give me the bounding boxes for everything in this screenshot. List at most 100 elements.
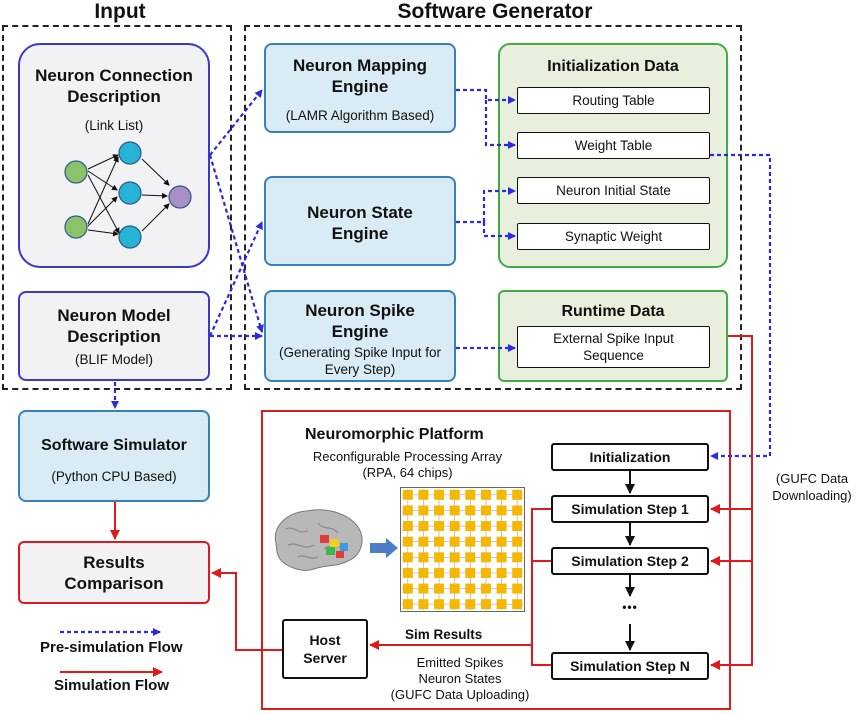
chip-cell — [402, 583, 413, 594]
state-to-initial — [456, 187, 516, 224]
ncd-title: Neuron Connection Description — [35, 66, 193, 106]
state-engine-title: Neuron State Engine — [307, 203, 413, 243]
ncd-to-spike — [208, 154, 264, 333]
simulation-step-n: Simulation Step N — [551, 652, 709, 680]
chip-cell — [465, 536, 476, 547]
mapping-to-routing — [456, 88, 516, 104]
chip-cell — [418, 505, 429, 516]
network-graph-icon — [64, 141, 192, 249]
chip-cell — [512, 489, 523, 500]
processing-array-grid — [400, 487, 525, 612]
chip-cell — [418, 489, 429, 500]
host-to-results — [211, 568, 282, 651]
chip-cell — [480, 489, 491, 500]
chip-cell — [449, 536, 460, 547]
chip-cell — [449, 505, 460, 516]
initialization-step: Initialization — [551, 443, 709, 471]
chip-cell — [512, 567, 523, 578]
nmd-title: Neuron Model Description — [57, 306, 171, 346]
chip-cell — [402, 552, 413, 563]
chip-cell — [434, 505, 445, 516]
ellipsis-steps: ••• — [622, 600, 638, 614]
state-to-synaptic — [482, 222, 516, 240]
spike-engine-subtitle: (Generating Spike Input for Every Step) — [278, 345, 442, 377]
chip-cell — [480, 583, 491, 594]
chip-cell — [418, 583, 429, 594]
chip-cell — [402, 567, 413, 578]
chip-cell — [402, 536, 413, 547]
spike-engine-title: Neuron Spike Engine — [305, 301, 415, 341]
simulator-subtitle: (Python CPU Based) — [51, 469, 177, 484]
software-simulator-box: Software Simulator (Python CPU Based) — [18, 410, 210, 502]
chip-cell — [512, 536, 523, 547]
chip-cell — [496, 536, 507, 547]
chip-cell — [418, 521, 429, 532]
software-generator-group — [244, 25, 742, 390]
ncd-subtitle: (Link List) — [84, 118, 144, 133]
neuron-states-label: Neuron States — [418, 671, 502, 686]
neuron-mapping-engine-box: Neuron Mapping Engine (LAMR Algorithm Ba… — [264, 43, 456, 133]
chip-cell — [434, 599, 445, 610]
chip-cell — [512, 521, 523, 532]
chip-cell — [449, 583, 460, 594]
chip-cell — [418, 536, 429, 547]
gufc-uploading-label: (GUFC Data Uploading) — [390, 687, 530, 702]
chip-cell — [465, 599, 476, 610]
chip-cell — [496, 567, 507, 578]
rpa-line1: Reconfigurable Processing Array — [312, 449, 503, 464]
chip-cell — [434, 521, 445, 532]
nmd-to-state — [208, 221, 264, 337]
chip-cell — [434, 552, 445, 563]
chip-cell — [418, 599, 429, 610]
chip-cell — [449, 599, 460, 610]
chip-cell — [449, 521, 460, 532]
nmd-subtitle: (BLIF Model) — [74, 352, 154, 367]
chip-cell — [434, 583, 445, 594]
chip-cell — [465, 505, 476, 516]
init-data-to-platform — [710, 153, 772, 460]
chip-cell — [465, 567, 476, 578]
chip-cell — [512, 583, 523, 594]
chip-cell — [402, 599, 413, 610]
ncd-to-mapping — [209, 89, 263, 156]
chip-cell — [449, 552, 460, 563]
chip-cell — [496, 521, 507, 532]
chip-cell — [465, 552, 476, 563]
results-title: Results Comparison — [64, 552, 164, 593]
chip-cell — [496, 583, 507, 594]
chip-cell — [434, 567, 445, 578]
routing-table-item: Routing Table — [517, 87, 710, 114]
chip-cell — [512, 552, 523, 563]
platform-title: Neuromorphic Platform — [305, 426, 484, 443]
mapping-engine-title: Neuron Mapping Engine — [292, 56, 428, 96]
gufc-downloading-line1: (GUFC Data — [775, 471, 849, 486]
host-server-box: Host Server — [282, 619, 368, 679]
chip-cell — [480, 599, 491, 610]
runtime-to-step-n — [710, 335, 753, 670]
chip-cell — [449, 489, 460, 500]
chip-cell — [496, 552, 507, 563]
chip-cell — [402, 505, 413, 516]
external-spike-input-item: External Spike Input Sequence — [517, 326, 710, 368]
generator-section-title: Software Generator — [397, 0, 593, 23]
emitted-spikes-label: Emitted Spikes — [416, 655, 504, 670]
input-group — [2, 25, 232, 390]
input-section-title: Input — [94, 0, 146, 23]
chip-cell — [480, 567, 491, 578]
chip-cell — [496, 599, 507, 610]
rpa-line2: (RPA, 64 chips) — [362, 465, 453, 480]
simulation-step-2: Simulation Step 2 — [551, 547, 709, 575]
mapping-to-weight — [484, 100, 516, 149]
simulator-title: Software Simulator — [41, 437, 187, 454]
chip-cell — [496, 489, 507, 500]
chip-cell — [465, 521, 476, 532]
step-results-bus — [531, 508, 551, 666]
chip-cell — [512, 599, 523, 610]
chip-cell — [402, 489, 413, 500]
chip-cell — [434, 536, 445, 547]
chip-cell — [480, 536, 491, 547]
gufc-downloading-line2: Downloading) — [772, 488, 852, 503]
chip-cell — [434, 489, 445, 500]
legend-simulation-label: Simulation Flow — [54, 677, 169, 694]
